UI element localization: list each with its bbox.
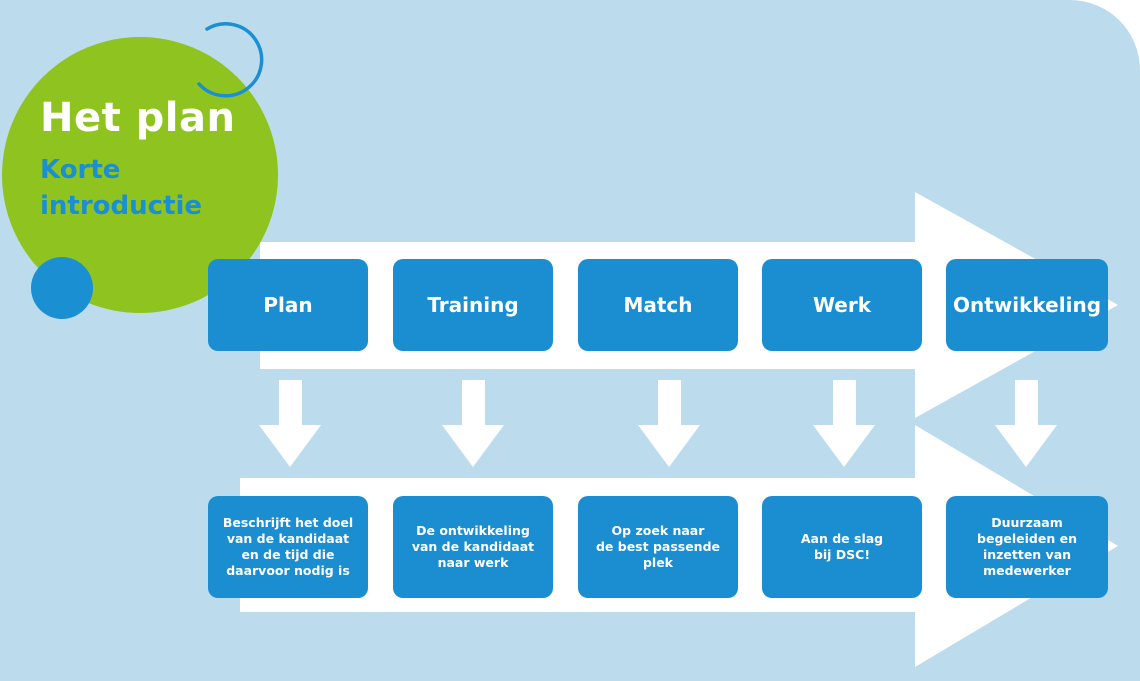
badge-title: Het plan — [40, 95, 236, 141]
description-training-text: De ontwikkeling van de kandidaat naar we… — [411, 523, 535, 570]
step-ontwikkeling: Ontwikkeling — [946, 259, 1108, 351]
description-ontwikkeling: Duurzaam begeleiden en inzetten van mede… — [946, 496, 1108, 598]
ring-arc — [197, 22, 264, 98]
description-plan-text: Beschrijft het doel van de kandidaat en … — [222, 515, 354, 578]
down-arrow-4 — [813, 380, 875, 467]
down-arrow-1 — [259, 380, 321, 467]
description-werk-text: Aan de slag bij DSC! — [800, 531, 884, 562]
description-training: De ontwikkeling van de kandidaat naar we… — [393, 496, 553, 598]
description-plan: Beschrijft het doel van de kandidaat en … — [208, 496, 368, 598]
down-arrow-3 — [638, 380, 700, 467]
description-match: Op zoek naar de best passende plek — [578, 496, 738, 598]
step-match: Match — [578, 259, 738, 351]
down-arrows — [259, 380, 1057, 467]
badge-circle — [2, 37, 278, 313]
step-plan: Plan — [208, 259, 368, 351]
description-werk: Aan de slag bij DSC! — [762, 496, 922, 598]
step-werk: Werk — [762, 259, 922, 351]
description-ontwikkeling-text: Duurzaam begeleiden en inzetten van mede… — [977, 515, 1077, 578]
description-match-text: Op zoek naar de best passende plek — [595, 523, 721, 570]
down-arrow-2 — [442, 380, 504, 467]
down-arrow-5 — [995, 380, 1057, 467]
badge-subtitle: Korte introductie — [40, 155, 203, 221]
blue-dot — [31, 257, 93, 319]
step-training: Training — [393, 259, 553, 351]
